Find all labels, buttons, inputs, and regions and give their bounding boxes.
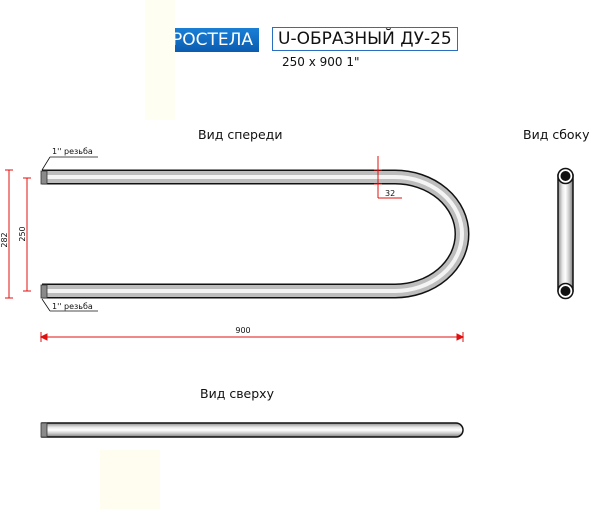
thread-bottom-label: 1'' резьба xyxy=(52,302,93,311)
spec-size: 250 x 900 1" xyxy=(282,55,360,69)
diameter-label: 32 xyxy=(385,189,395,198)
front-view-label: Вид спереди xyxy=(198,127,283,142)
height-outer-label: 282 xyxy=(0,232,9,247)
front-view-pipe xyxy=(40,169,470,299)
side-view-label: Вид сбоку xyxy=(523,127,590,142)
diameter-dimension xyxy=(374,156,402,199)
brand-label: РОСТЕЛА xyxy=(166,28,260,52)
top-view-pipe xyxy=(40,422,464,438)
length-label: 900 xyxy=(235,326,250,335)
height-dimensions xyxy=(5,169,31,299)
model-title: U-ОБРАЗНЫЙ ДУ-25 xyxy=(272,27,458,51)
height-inner-label: 250 xyxy=(18,226,27,241)
length-dimension xyxy=(39,332,465,342)
thread-top-label: 1'' резьба xyxy=(52,147,93,156)
top-view-label: Вид сверху xyxy=(200,386,274,401)
side-view-pipe xyxy=(557,167,574,300)
thread-callouts: 1'' резьба 1'' резьба xyxy=(41,147,98,312)
